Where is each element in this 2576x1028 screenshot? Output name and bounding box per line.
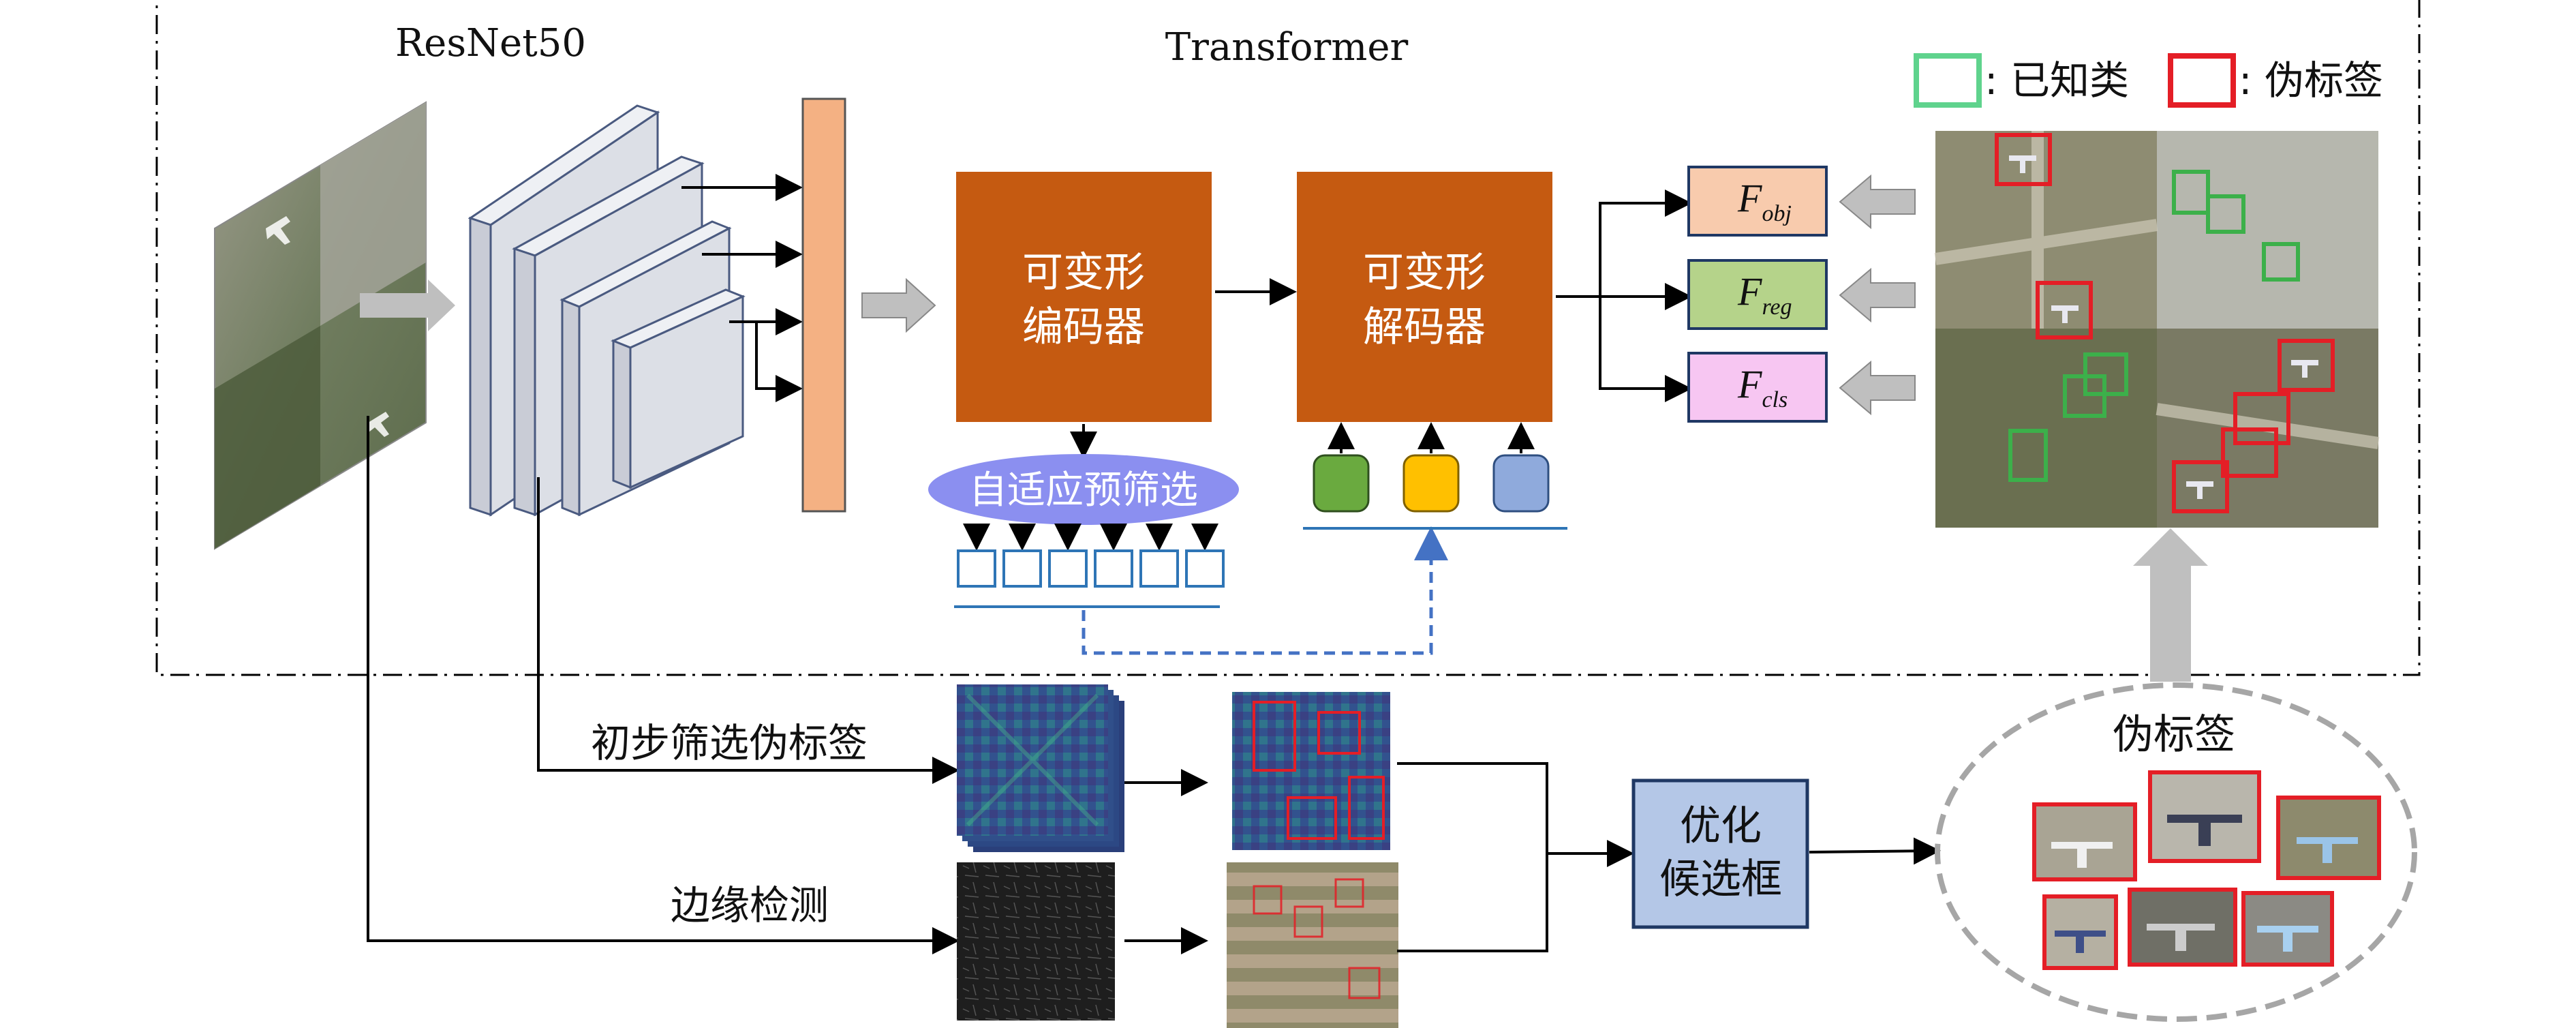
head-reg-sub: reg (1762, 294, 1792, 320)
merge-lines (1397, 762, 1634, 952)
pseudo-thumb (2241, 891, 2334, 967)
head-cls-main: F (1737, 362, 1762, 406)
svg-text:Fcls: Fcls (1737, 362, 1788, 412)
prefilter-label: 自适应预筛选 (969, 468, 1198, 513)
gray-arrows-to-heads (1839, 174, 1916, 416)
svg-text:Freg: Freg (1737, 269, 1792, 320)
head-reg-main: F (1737, 269, 1762, 314)
edge-overlay-image (1227, 862, 1398, 1028)
optimize-label-line2: 候选框 (1659, 856, 1782, 903)
resnet-title: ResNet50 (395, 21, 586, 65)
head-reg: Freg (1687, 259, 1828, 330)
head-obj: Fobj (1687, 166, 1828, 237)
head-cls-sub: cls (1762, 387, 1788, 412)
pseudo-thumb (2148, 770, 2261, 863)
filtered-heatmap (1232, 692, 1390, 850)
edge-map (957, 862, 1115, 1021)
decoder-label-line1: 可变形 (1363, 249, 1486, 297)
query-box-blue (1492, 454, 1550, 513)
resnet-to-bar-arrows (681, 174, 803, 402)
query-arrows (1328, 422, 1535, 453)
pseudo-thumbnails (2032, 770, 2381, 970)
prefilter-ellipse (928, 454, 1239, 525)
resnet-backbone (467, 104, 746, 517)
legend-pseudo-label: : 伪标签 (2239, 57, 2383, 104)
legend-pseudo-swatch (2168, 53, 2236, 108)
pseudo-thumb (2042, 894, 2118, 970)
gray-arrow-input (360, 279, 455, 331)
token-boxes (957, 549, 1225, 588)
airplane-icon (2009, 155, 2318, 499)
decoder-box (1297, 172, 1552, 422)
heatmap-stack (957, 684, 1124, 852)
gray-arrow-encoder (861, 277, 936, 333)
legend-known-label: : 已知类 (1984, 57, 2129, 104)
gray-arrow-up (2133, 528, 2208, 682)
dashed-query-link (1082, 526, 1448, 655)
pseudo-pool-title: 伪标签 (2113, 711, 2235, 759)
svg-text:Fobj: Fobj (1737, 176, 1792, 226)
head-cls: Fcls (1687, 352, 1828, 423)
known-class-boxes (2008, 170, 2300, 482)
optimize-to-pool-arrow (1809, 837, 1941, 865)
query-box-green (1313, 454, 1370, 513)
branch-lines (367, 416, 960, 954)
query-box-yellow (1402, 454, 1460, 513)
legend-known-swatch (1914, 53, 1982, 108)
encoder-label-line1: 可变形 (1022, 249, 1145, 297)
branch2-label: 边缘检测 (671, 882, 829, 928)
optimize-box (1631, 778, 1809, 929)
branch1-label: 初步筛选伪标签 (591, 720, 868, 766)
pseudo-thumb (2276, 796, 2381, 880)
optimize-label-line1: 优化 (1680, 802, 1762, 850)
input-image (214, 101, 427, 550)
head-obj-main: F (1737, 176, 1762, 220)
prefilter-to-tokens-arrows (963, 524, 1218, 551)
transformer-frame (155, 0, 2421, 676)
feature-bar (801, 97, 846, 513)
pseudo-thumb (2032, 802, 2137, 881)
head-obj-sub: obj (1762, 201, 1791, 226)
pseudo-thumb (2128, 888, 2237, 967)
output-image (1934, 131, 2380, 528)
encoder-box (956, 172, 1212, 422)
transformer-title: Transformer (1165, 25, 1409, 70)
decoder-to-heads-arrows (1556, 190, 1692, 402)
legend: : 已知类 : 伪标签 (1914, 53, 2383, 108)
pseudo-label-boxes (1995, 133, 2335, 513)
encoder-label-line2: 编码器 (1022, 303, 1145, 351)
pseudo-label-pool (1935, 682, 2417, 1022)
decoder-label-line2: 解码器 (1363, 303, 1486, 351)
airplane-icon (266, 216, 389, 437)
